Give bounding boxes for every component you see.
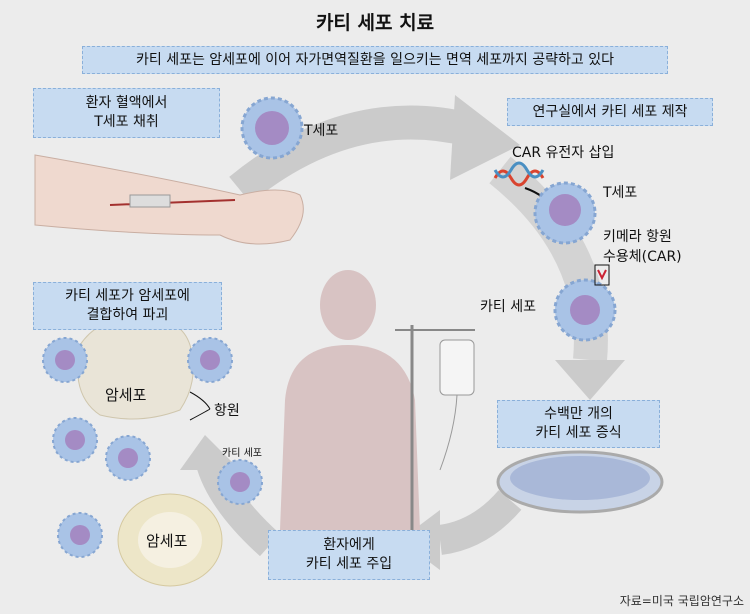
step-collect: 환자 혈액에서 T세포 채취 [33, 88, 220, 138]
step-collect-line1: 환자 혈액에서 [85, 95, 168, 111]
label-car-receptor-2: 수용체(CAR) [603, 249, 682, 265]
iv-bag-icon [439, 339, 475, 396]
label-car-gene: CAR 유전자 삽입 [512, 145, 615, 161]
label-t-cell: T세포 [304, 123, 339, 139]
label-t-cell-lab: T세포 [603, 185, 638, 201]
label-car-t-small: 카티 세포 [222, 448, 262, 459]
step-infuse-line2: 카티 세포 주입 [305, 556, 393, 572]
step-collect-line2: T세포 채취 [94, 114, 159, 130]
label-car-t-cell: 카티 세포 [480, 299, 536, 315]
label-cancer-cell: 암세포 [105, 386, 147, 404]
step-lab-text: 연구실에서 카티 세포 제작 [532, 103, 688, 120]
cycle-arrow-top [229, 105, 475, 204]
t-cell-lab-icon [533, 181, 597, 245]
page-title: 카티 세포 치료 [315, 12, 435, 34]
label-antigen: 항원 [214, 403, 240, 419]
label-cancer-cell-bottom: 암세포 [146, 532, 188, 550]
iv-catheter [129, 194, 171, 208]
step-expand-line1: 수백만 개의 [544, 406, 613, 422]
step-expand-line2: 카티 세포 증식 [535, 425, 622, 441]
antigen-pointer [189, 391, 211, 421]
step-attack-line1: 카티 세포가 암세포에 [65, 288, 190, 304]
step-infuse-line1: 환자에게 [323, 537, 375, 553]
subtitle-banner: 카티 세포는 암세포에 이어 자가면역질환을 일으키는 면역 세포까지 공략하고… [82, 46, 668, 74]
step-lab: 연구실에서 카티 세포 제작 [507, 98, 713, 126]
source-credit: 자료=미국 국립암연구소 [619, 594, 744, 608]
arrow-head-right [555, 360, 625, 400]
t-cell-icon [240, 96, 304, 160]
dna-icon [493, 169, 545, 187]
car-t-cell-icon [553, 264, 617, 342]
cycle-arrow-bottom [437, 489, 522, 555]
patient-silhouette [280, 270, 420, 530]
arrow-head-top [450, 95, 520, 180]
step-attack-line2: 결합하여 파괴 [86, 307, 169, 323]
label-car-receptor-1: 키메라 항원 [603, 229, 672, 245]
subtitle-text: 카티 세포는 암세포에 이어 자가면역질환을 일으키는 면역 세포까지 공략하고… [136, 51, 614, 68]
arrow-head-left [180, 435, 240, 470]
